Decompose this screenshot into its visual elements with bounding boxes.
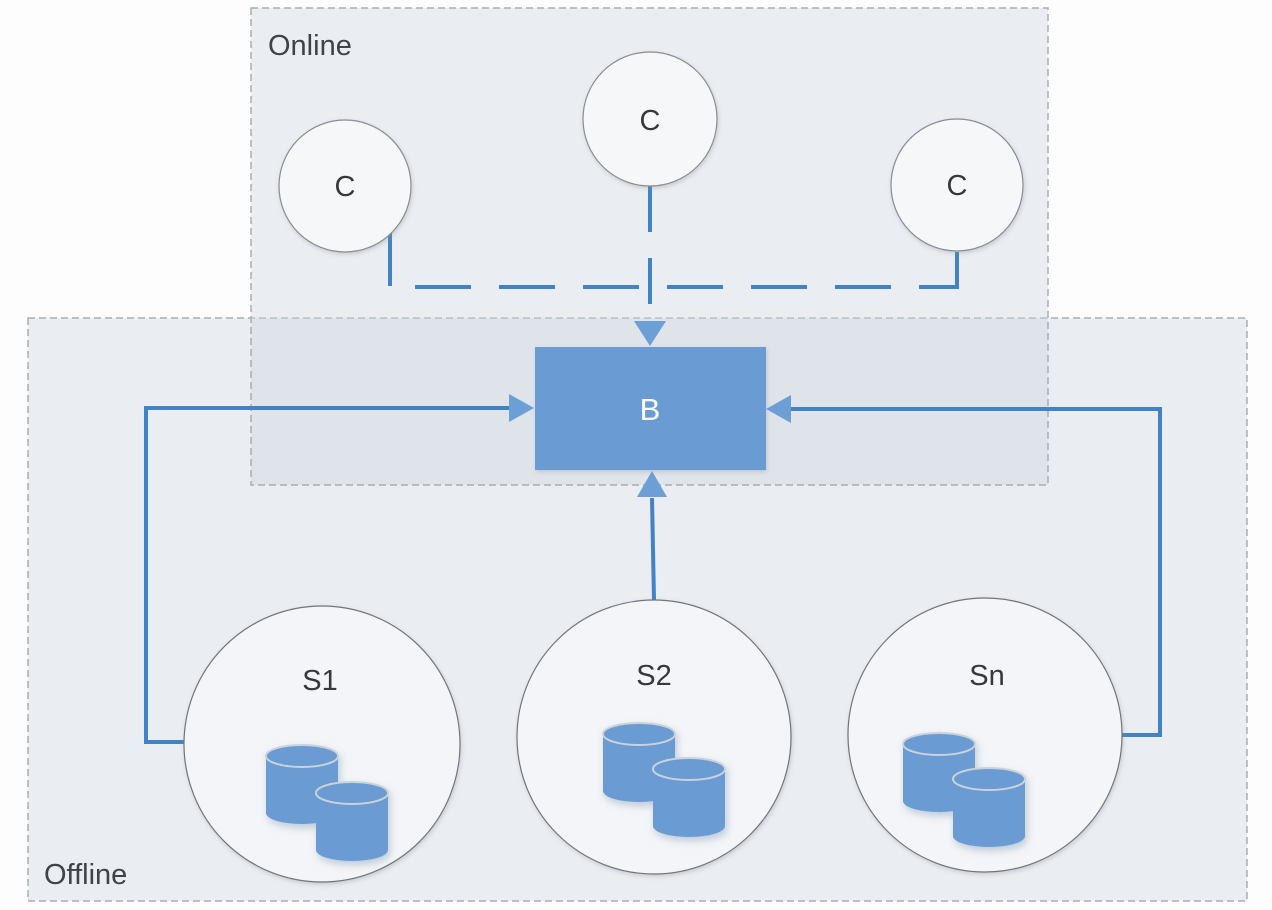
database-cylinder-icon <box>652 757 726 838</box>
server-circle <box>183 605 461 883</box>
server-label: S1 <box>302 665 337 697</box>
client-circle <box>582 51 718 187</box>
client-bus-connectors <box>388 186 959 324</box>
server1-to-broker-connector <box>144 406 509 744</box>
server2-to-broker-connector <box>650 497 656 601</box>
client-nodes: C C C <box>278 51 1024 253</box>
offline-region-label: Offline <box>44 859 127 891</box>
server-node: Sn <box>847 597 1123 873</box>
broker-box <box>535 347 766 470</box>
client-circle <box>890 118 1024 252</box>
arrowhead-icon <box>637 471 667 497</box>
serverN-to-broker-connector <box>791 407 1162 737</box>
server-label: Sn <box>969 660 1004 692</box>
client-label: C <box>335 171 356 203</box>
client-label: C <box>640 105 661 137</box>
broker-node: B <box>535 347 766 470</box>
broker-label: B <box>640 392 661 427</box>
server-nodes: S1 S2 Sn <box>183 597 1123 883</box>
server-label: S2 <box>636 660 671 692</box>
client-label: C <box>947 170 968 202</box>
arrowhead-icon <box>509 394 534 422</box>
arrowhead-icon <box>766 395 791 423</box>
database-cylinder-icon <box>952 767 1026 848</box>
server-node: S2 <box>516 599 792 875</box>
client-circle <box>278 119 412 253</box>
client-right-drop-line <box>938 252 959 289</box>
online-region-label: Online <box>268 30 352 62</box>
server-connectors <box>144 406 1162 744</box>
server-node: S1 <box>183 605 461 883</box>
arrowhead-icon <box>634 321 666 346</box>
database-cylinder-icon <box>315 781 389 862</box>
